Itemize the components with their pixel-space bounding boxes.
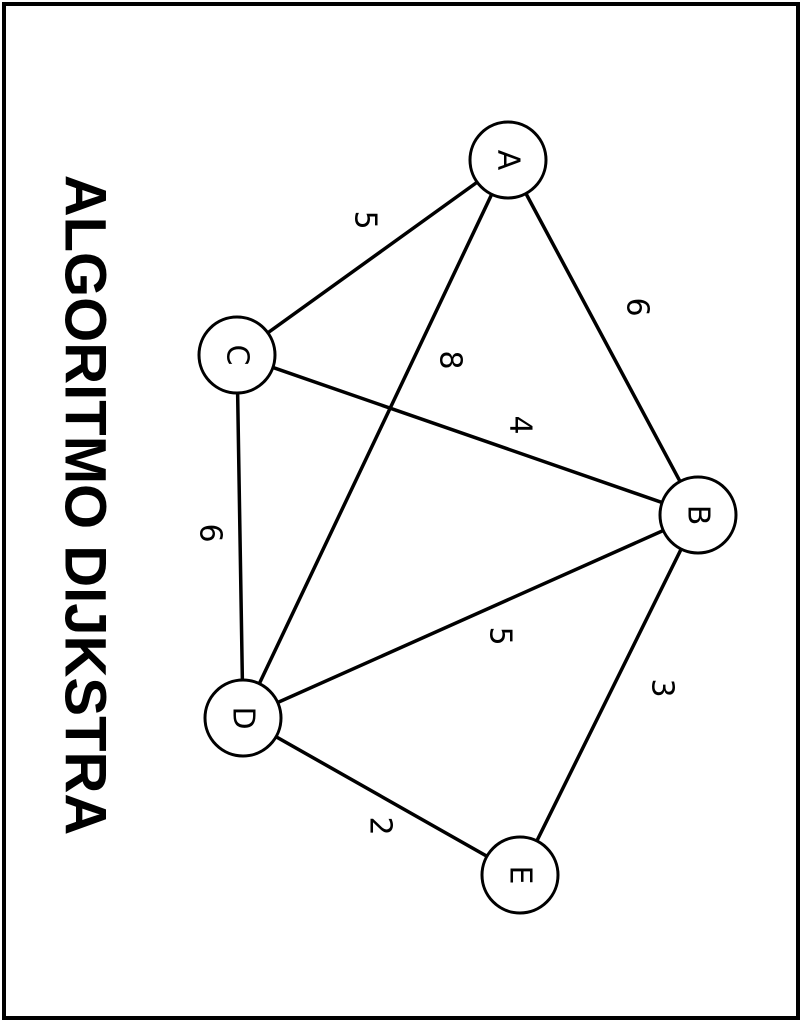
weights-layer: 5 6 8 4 6 5 3 2 bbox=[193, 210, 680, 835]
node-label-d: D bbox=[226, 706, 261, 729]
node-label-c: C bbox=[220, 345, 255, 366]
edge-weight-a-b: 6 bbox=[620, 297, 655, 316]
node-c: C bbox=[197, 315, 277, 395]
edge-c-b bbox=[235, 353, 700, 517]
node-b: B bbox=[658, 475, 738, 555]
nodes-layer: A B C D E bbox=[197, 120, 738, 915]
edge-weight-a-d: 8 bbox=[433, 350, 468, 369]
node-circle-d bbox=[203, 678, 283, 758]
edge-weight-c-b: 4 bbox=[503, 415, 538, 434]
node-label-b: B bbox=[681, 505, 716, 526]
edge-weight-b-e: 3 bbox=[645, 678, 680, 697]
node-a: A bbox=[468, 120, 548, 200]
node-d: D bbox=[203, 678, 283, 758]
node-circle-c bbox=[197, 315, 277, 395]
edge-b-d bbox=[241, 513, 700, 720]
edge-weight-b-d: 5 bbox=[483, 626, 518, 645]
node-circle-b bbox=[658, 475, 738, 555]
edge-weight-c-d: 6 bbox=[193, 523, 228, 542]
edge-b-e bbox=[518, 513, 700, 877]
edge-weight-a-c: 5 bbox=[348, 210, 383, 229]
edges-layer bbox=[235, 158, 700, 877]
node-label-a: A bbox=[491, 150, 526, 171]
edge-d-e bbox=[241, 716, 522, 877]
edge-c-d bbox=[235, 353, 245, 720]
node-circle-e bbox=[480, 835, 560, 915]
edge-weight-d-e: 2 bbox=[363, 816, 398, 835]
node-e: E bbox=[480, 835, 560, 915]
edge-a-c bbox=[235, 158, 510, 357]
edge-a-d bbox=[241, 158, 510, 720]
node-label-e: E bbox=[503, 866, 538, 885]
node-circle-a bbox=[468, 120, 548, 200]
diagram-title: ALGORITMO DIJKSTRA bbox=[53, 175, 118, 836]
edge-a-b bbox=[506, 158, 700, 517]
